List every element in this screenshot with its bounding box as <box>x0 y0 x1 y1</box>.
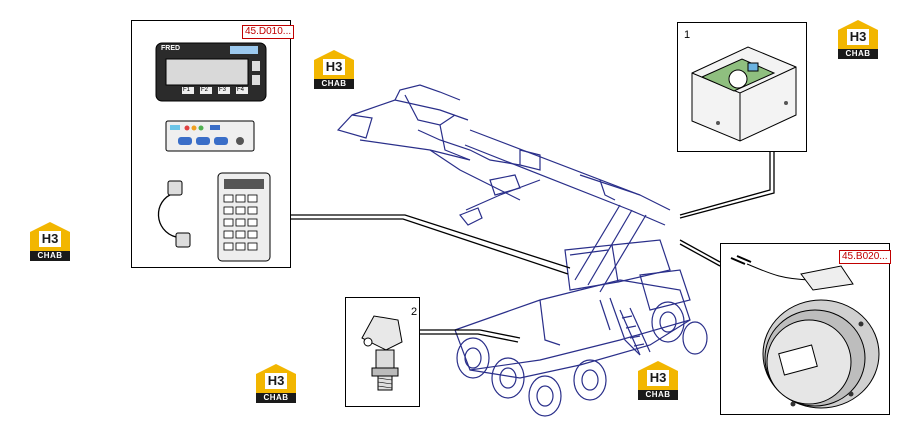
display-key-f2: F2 <box>201 87 209 93</box>
display-key-f1: F1 <box>183 87 191 93</box>
display-key-f3: F3 <box>219 87 227 93</box>
rotary-sensor-illustration <box>730 255 880 409</box>
logo-monogram: H3 <box>647 370 669 386</box>
logo-caption: CHAB <box>314 79 354 89</box>
logo-caption: CHAB <box>838 49 878 59</box>
logo-caption: CHAB <box>30 251 70 261</box>
logo-monogram: H3 <box>265 373 287 389</box>
logo-monogram: H3 <box>323 59 345 75</box>
watermark-logo: H3 CHAB <box>836 20 880 64</box>
item-1-number: 1 <box>684 29 691 41</box>
logo-monogram: H3 <box>847 29 869 45</box>
ref-label-rotary: 45.B020... <box>839 250 891 264</box>
watermark-logo: H3 CHAB <box>28 222 72 266</box>
display-brand-label: FRED <box>161 45 181 52</box>
watermark-logo: H3 CHAB <box>254 364 298 408</box>
logo-caption: CHAB <box>638 390 678 400</box>
watermark-logo: H3 CHAB <box>312 50 356 94</box>
panel-diagnostic-tools: 45.D010... <box>131 20 295 268</box>
logo-monogram: H3 <box>39 231 61 247</box>
panel-item-2: 2 <box>345 297 420 407</box>
logo-caption: CHAB <box>256 393 296 403</box>
panel-rotary-sensor: 45.B020... <box>720 243 891 415</box>
panel-item-1: 1 <box>677 22 807 152</box>
display-unit-illustration <box>155 42 271 262</box>
ref-label-diagnostic: 45.D010... <box>242 25 295 39</box>
pressure-sensor-illustration <box>361 315 403 391</box>
item-2-number: 2 <box>411 306 418 318</box>
display-key-f4: F4 <box>237 87 245 93</box>
circuit-board-illustration <box>691 46 797 142</box>
watermark-logo: H3 CHAB <box>636 361 680 405</box>
